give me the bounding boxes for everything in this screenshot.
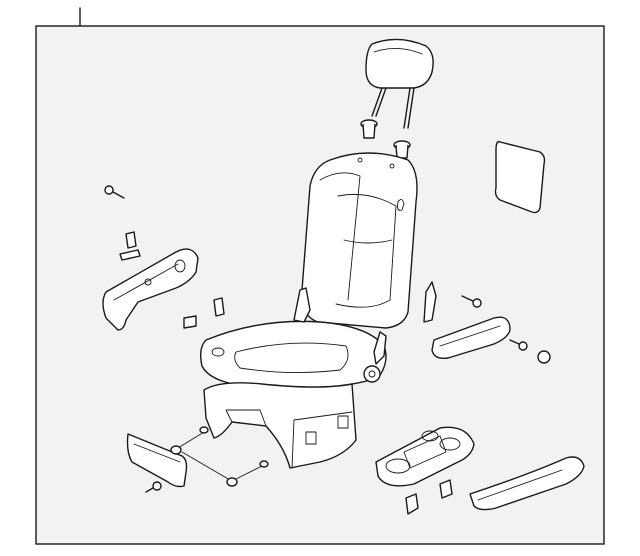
headrest — [365, 38, 434, 129]
side-cover-panel — [494, 140, 546, 214]
side-shield-left — [102, 248, 199, 331]
seat-base — [203, 382, 357, 469]
seat-cushion — [199, 320, 387, 390]
bracket-small — [213, 297, 225, 317]
clip-small — [125, 231, 137, 249]
headrest-guide-left — [360, 119, 378, 139]
plug-small — [183, 315, 197, 329]
recliner-hinge-right — [373, 331, 387, 365]
cup-holder-console — [375, 426, 475, 487]
seat-back — [301, 152, 418, 329]
bolt-lower-left — [145, 481, 162, 493]
lever-cover-left — [126, 433, 188, 488]
recliner-knob — [363, 365, 381, 383]
side-rail-cover-right — [469, 456, 585, 511]
bolt-upper-left — [104, 185, 125, 199]
recliner-cover-right — [423, 281, 437, 323]
console-tab-left — [405, 493, 419, 515]
recliner-hinge-left — [293, 287, 311, 323]
cap-small — [537, 350, 551, 364]
console-tab-right — [439, 479, 453, 499]
bolt-right-upper — [461, 295, 482, 308]
headrest-guide-right — [393, 140, 411, 159]
armrest — [431, 316, 511, 360]
cable-assembly — [170, 426, 269, 487]
tab-small — [119, 249, 141, 261]
bolt-right-lower — [509, 339, 528, 351]
